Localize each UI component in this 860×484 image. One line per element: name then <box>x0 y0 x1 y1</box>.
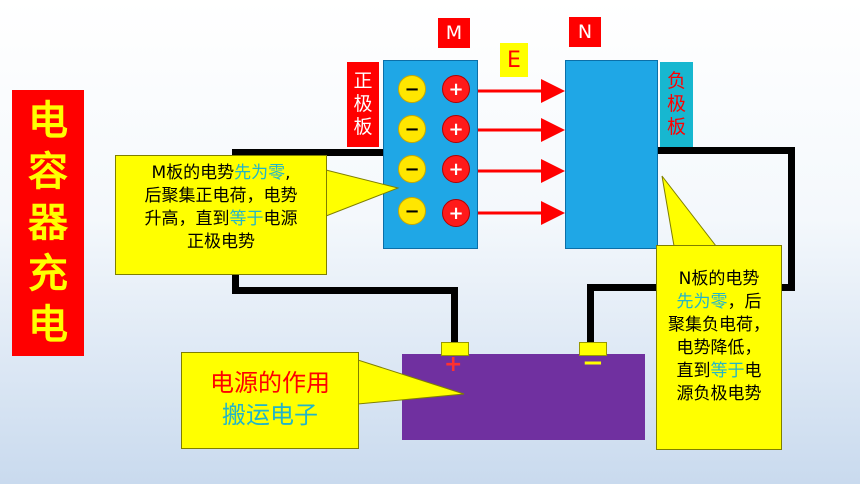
text: 电源 <box>263 209 298 229</box>
negative-plate-char: 负 <box>666 70 686 92</box>
label-n-text: N <box>577 21 593 43</box>
callout-n-line2: 先为零，后 <box>661 291 777 314</box>
text: ，后 <box>727 292 762 312</box>
callout-m-line2: 后聚集正电荷，电势 <box>144 186 298 206</box>
battery-plus-sign: + <box>444 352 463 377</box>
callout-n: N板的电势 先为零，后 聚集负电荷， 电势降低， 直到等于电 源负极电势 <box>656 245 782 450</box>
wire-minus-lead <box>587 284 594 343</box>
highlight-text: 先为零 <box>234 163 286 183</box>
highlight-text: 等于 <box>229 209 264 229</box>
wire-m-top <box>232 149 383 156</box>
title-char: 器 <box>28 199 68 246</box>
title-char: 电 <box>28 98 68 145</box>
callout-n-line3: 聚集负电荷， <box>668 315 770 335</box>
callout-m: M板的电势先为零, 后聚集正电荷，电势 升高，直到等于电源 正极电势 <box>115 155 327 275</box>
callout-source: 电源的作用 搬运电子 <box>181 352 359 449</box>
callout-n-line6: 源负极电势 <box>676 384 762 404</box>
negative-plate-char: 极 <box>666 93 686 115</box>
title-banner: 电 容 器 充 电 <box>12 90 84 356</box>
callout-m-line4: 正极电势 <box>187 232 255 252</box>
plate-n <box>565 60 658 249</box>
charge-sign: − <box>404 118 420 140</box>
text: 直到 <box>676 361 711 381</box>
positive-charge-icon: + <box>442 199 470 227</box>
charge-sign: + <box>448 118 464 140</box>
callout-m-line3: 升高，直到等于电源 <box>124 208 318 231</box>
label-m-text: M <box>445 22 463 44</box>
negative-charge-icon: − <box>398 75 426 103</box>
callout-source-line2: 搬运电子 <box>222 401 318 429</box>
title-char: 容 <box>28 149 68 196</box>
battery-plus-terminal <box>441 342 469 356</box>
negative-plate-char: 板 <box>666 116 686 138</box>
charge-sign: − <box>404 78 420 100</box>
callout-n-line4: 电势降低， <box>676 338 762 358</box>
label-n: N <box>569 17 601 47</box>
positive-charge-icon: + <box>442 155 470 183</box>
plate-m: − + − + − + − + <box>383 60 478 249</box>
title-char: 充 <box>28 250 68 297</box>
title-char: 电 <box>28 301 68 348</box>
positive-charge-icon: + <box>442 115 470 143</box>
charge-sign: + <box>448 158 464 180</box>
text: M板的电势 <box>151 163 235 183</box>
highlight-text: 等于 <box>710 361 745 381</box>
negative-plate-label: 负 极 板 <box>660 62 693 147</box>
negative-charge-icon: − <box>398 155 426 183</box>
positive-plate-char: 板 <box>353 116 373 138</box>
wire-n-vertical <box>788 147 795 290</box>
wire-m-bottom <box>232 287 458 294</box>
label-m: M <box>438 18 470 48</box>
negative-charge-icon: − <box>398 115 426 143</box>
callout-n-line5: 直到等于电 <box>661 360 777 383</box>
field-arrows <box>478 79 565 225</box>
charge-sign: + <box>448 202 464 224</box>
text: 电 <box>744 361 762 381</box>
wire-plus-lead <box>451 287 458 343</box>
positive-plate-char: 正 <box>353 70 373 92</box>
charge-sign: + <box>448 78 464 100</box>
positive-charge-icon: + <box>442 75 470 103</box>
callout-n-line1: N板的电势 <box>678 269 760 289</box>
wire-n-top <box>656 147 795 154</box>
callout-m-pointer <box>325 169 400 217</box>
label-e: E <box>500 43 528 77</box>
highlight-text: 先为零 <box>676 292 728 312</box>
callout-source-pointer <box>357 359 465 405</box>
battery-minus-terminal <box>579 342 607 356</box>
positive-plate-label: 正 极 板 <box>347 62 379 147</box>
negative-charge-icon: − <box>398 197 426 225</box>
callout-m-line1: M板的电势先为零, <box>124 162 318 185</box>
callout-n-pointer <box>661 175 718 247</box>
positive-plate-char: 极 <box>353 93 373 115</box>
callout-source-line1: 电源的作用 <box>210 369 330 397</box>
charge-sign: − <box>404 158 420 180</box>
text: 升高，直到 <box>144 209 230 229</box>
text: , <box>285 163 291 183</box>
label-e-text: E <box>507 47 521 73</box>
charge-sign: − <box>404 200 420 222</box>
battery: + − <box>402 348 645 440</box>
